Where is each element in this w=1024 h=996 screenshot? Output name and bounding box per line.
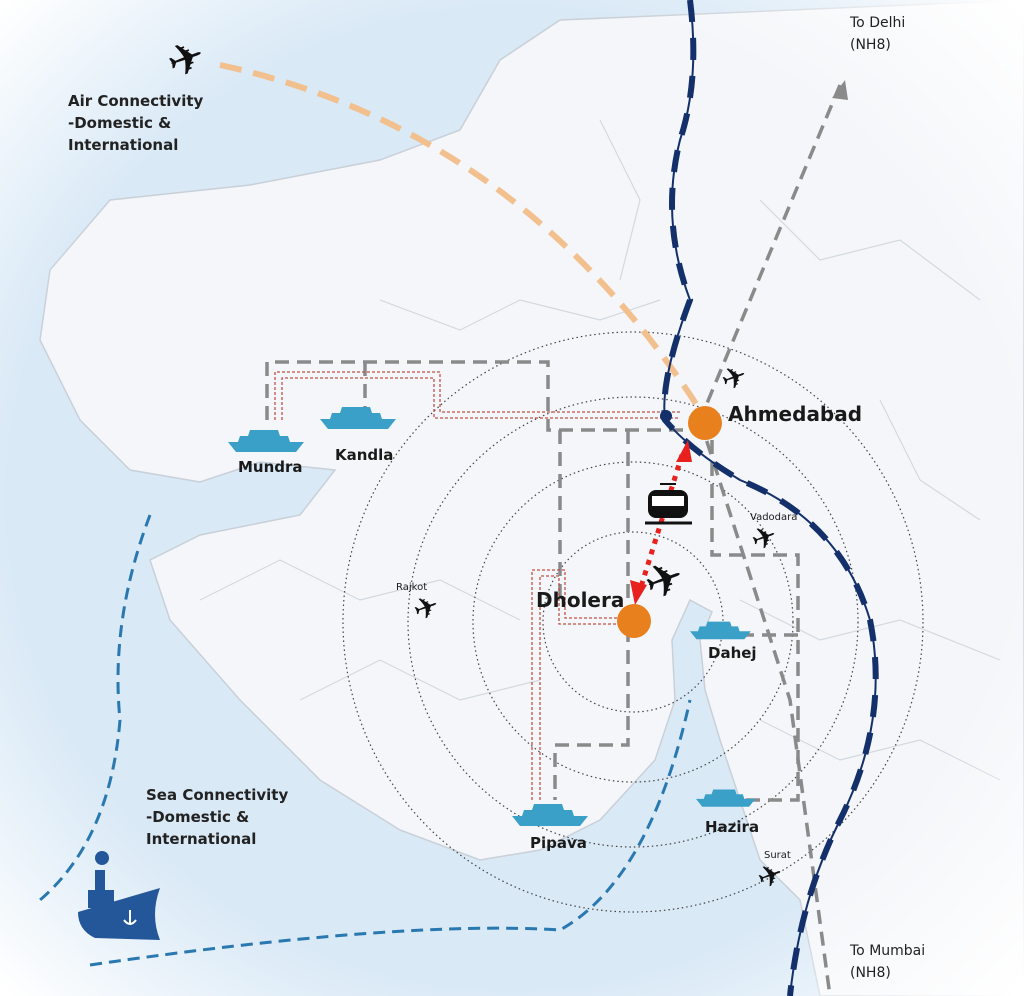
road-network bbox=[265, 84, 842, 996]
sea-connectivity-label: Sea Connectivity -Domestic & Internation… bbox=[146, 786, 289, 848]
city-label-vadodara: Vadodara bbox=[750, 512, 798, 523]
to-delhi-arrow-icon bbox=[832, 80, 848, 100]
to-delhi-label: To Delhi (NH8) bbox=[850, 15, 906, 53]
rail-line-dashes bbox=[661, 0, 879, 996]
city-label-rajkot: Rajkot bbox=[396, 582, 428, 593]
cargo-ship-icon bbox=[78, 851, 160, 940]
ahmedabad-marker[interactable] bbox=[688, 406, 722, 440]
port-label-mundra: Mundra bbox=[238, 458, 303, 476]
air-connectivity-label: Air Connectivity -Domestic & Internation… bbox=[68, 92, 204, 154]
port-ship-icons bbox=[228, 407, 756, 826]
port-label-pipava: Pipava bbox=[530, 834, 587, 852]
sea-routes bbox=[39, 514, 692, 967]
port-label-dahej: Dahej bbox=[708, 644, 757, 662]
port-label-kandla: Kandla bbox=[335, 446, 394, 464]
port-links bbox=[274, 371, 680, 800]
arrow-up-icon bbox=[676, 440, 692, 462]
port-label-hazira: Hazira bbox=[705, 818, 760, 836]
arrow-down-icon bbox=[630, 580, 647, 605]
city-label-ahmedabad: Ahmedabad bbox=[728, 402, 863, 426]
rail-junction bbox=[660, 410, 672, 422]
air-route bbox=[219, 62, 703, 412]
city-label-dholera: Dholera bbox=[536, 588, 625, 612]
train-icon bbox=[645, 483, 692, 525]
city-label-surat: Surat bbox=[764, 850, 791, 861]
dholera-marker[interactable] bbox=[617, 604, 651, 638]
to-mumbai-label: To Mumbai (NH8) bbox=[850, 943, 926, 981]
